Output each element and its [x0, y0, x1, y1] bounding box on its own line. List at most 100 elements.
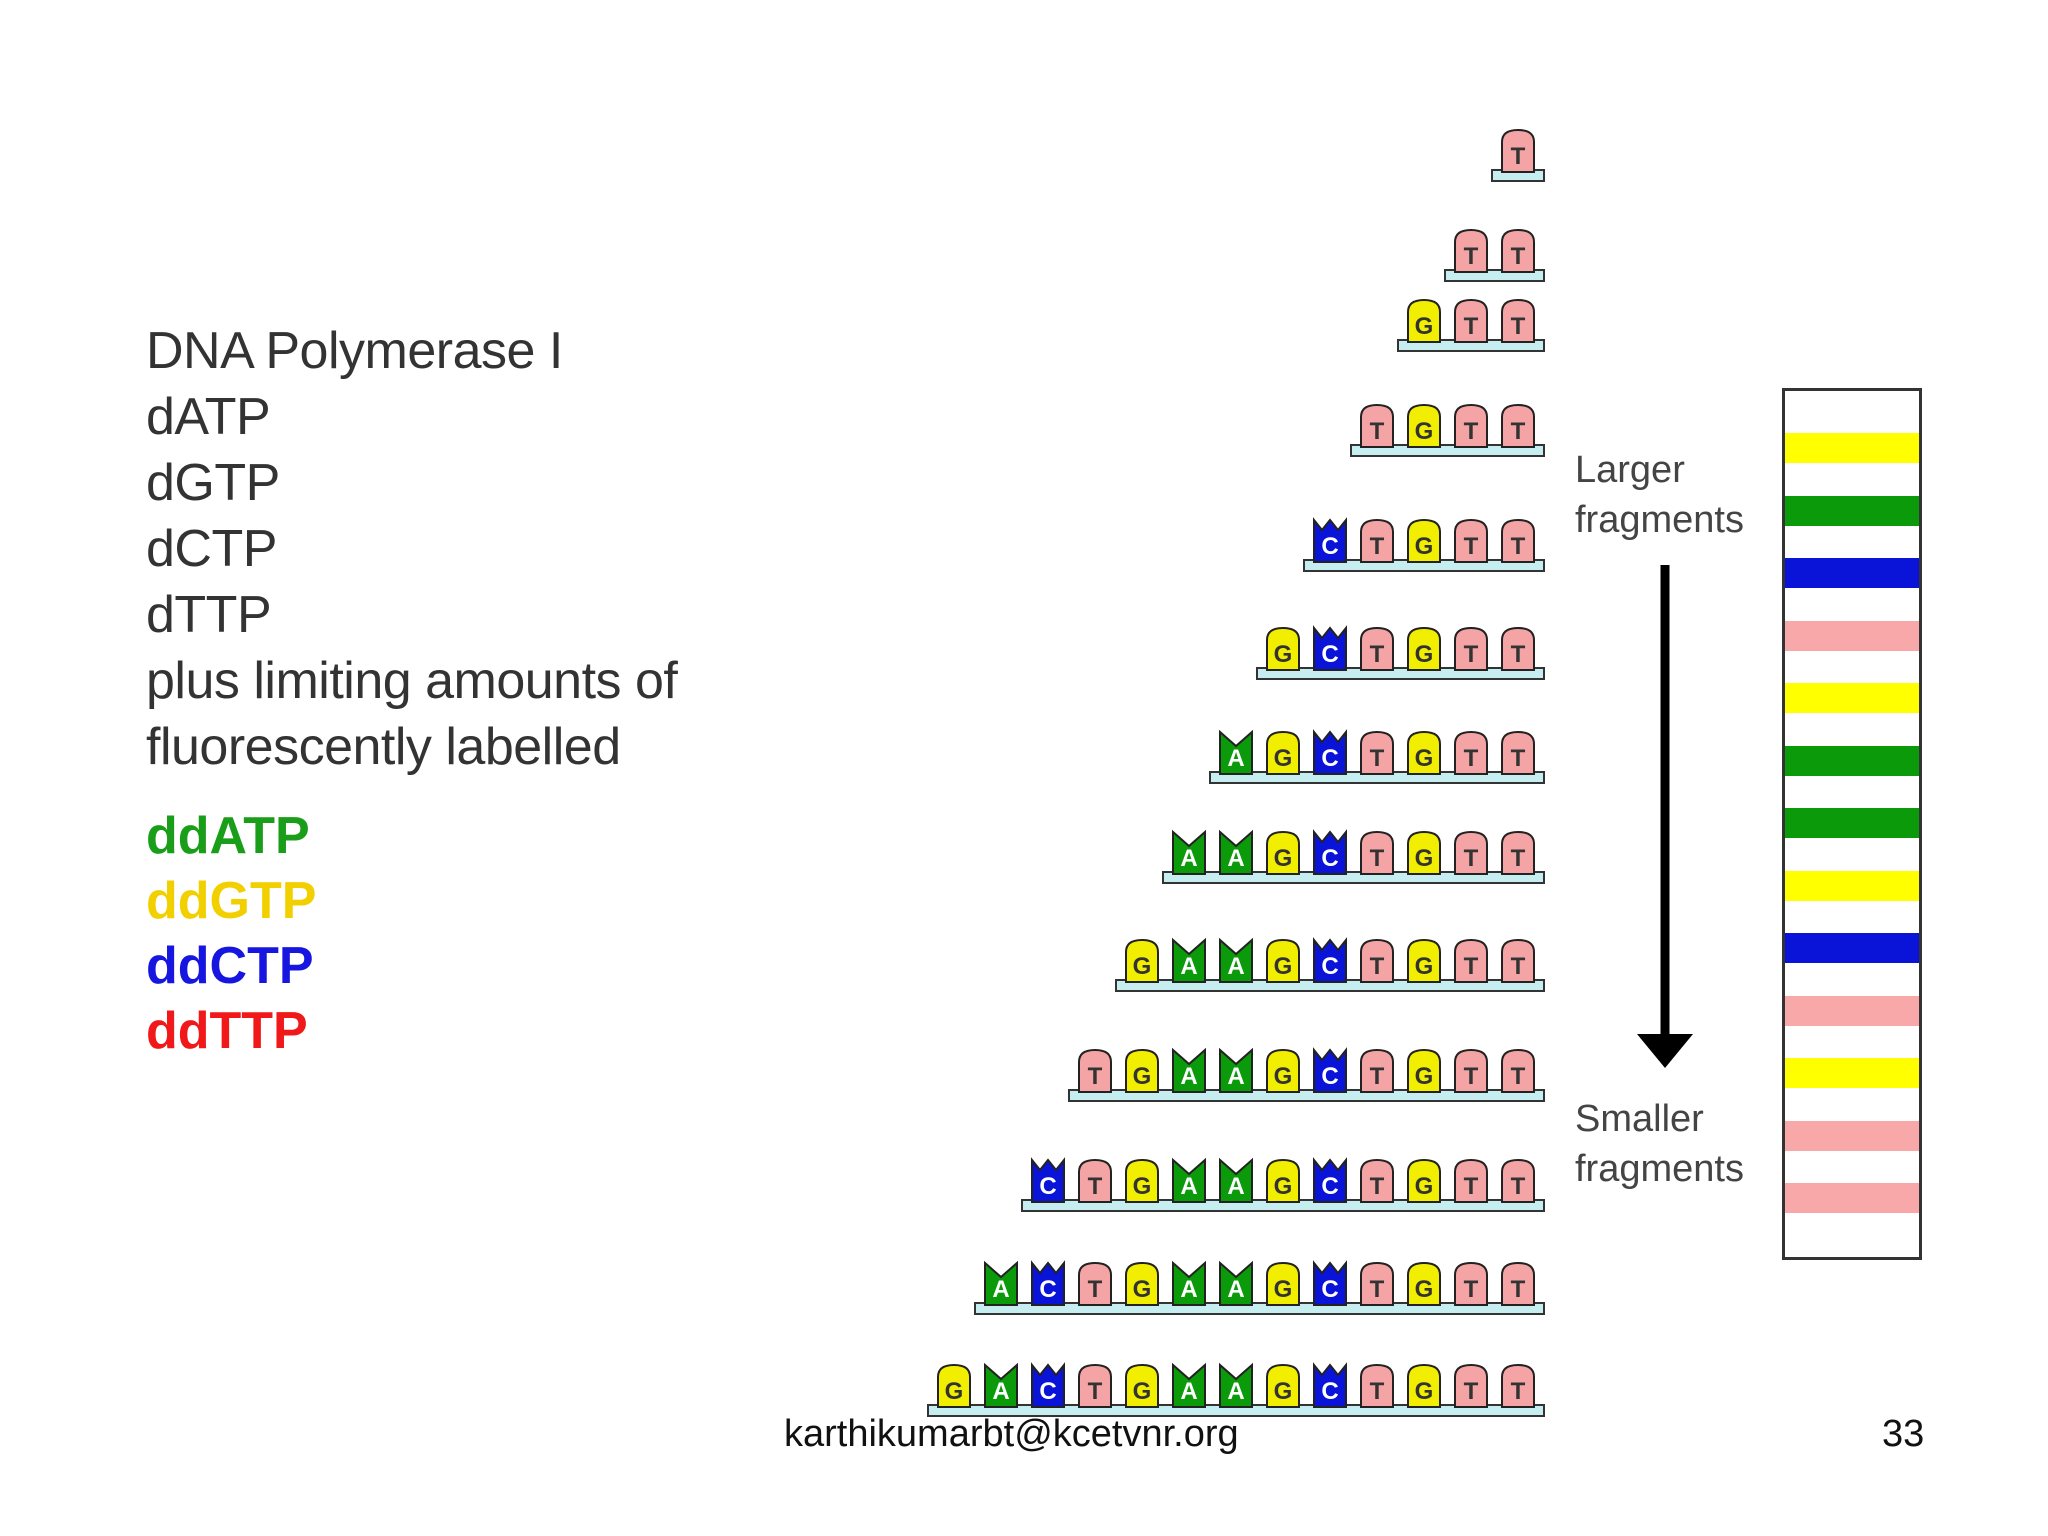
nucleotide-letter: C	[1039, 1378, 1056, 1405]
nucleotide-c	[1031, 1157, 1065, 1203]
nucleotide-letter: G	[1274, 641, 1293, 668]
nucleotide-letter: T	[1370, 1378, 1385, 1405]
gel-band-pink	[1785, 620, 1919, 651]
nucleotide-letter: T	[1088, 1173, 1103, 1200]
nucleotide-t	[1501, 1363, 1535, 1408]
nucleotide-letter: G	[1415, 418, 1434, 445]
nucleotide-letter: G	[1274, 1276, 1293, 1303]
nucleotide-letter: T	[1464, 533, 1479, 560]
ddgtp-label: ddGTP	[146, 872, 317, 930]
gel-band-yellow	[1785, 1058, 1919, 1088]
gel-band-blue	[1785, 558, 1919, 588]
nucleotide-g	[1407, 1363, 1441, 1408]
nucleotide-c	[1313, 829, 1347, 875]
size-direction-arrow	[1637, 565, 1693, 1068]
nucleotide-letter: T	[1464, 745, 1479, 772]
nucleotide-c	[1313, 517, 1347, 563]
nucleotide-c	[1031, 1260, 1065, 1306]
nucleotide-letter: G	[1415, 641, 1434, 668]
reagent-polymerase: DNA Polymerase I	[146, 322, 563, 380]
nucleotide-t	[1501, 403, 1535, 448]
nucleotide-letter: T	[1464, 641, 1479, 668]
nucleotide-g	[1407, 730, 1441, 775]
nucleotide-letter: G	[1415, 1063, 1434, 1090]
nucleotide-g	[1266, 1261, 1300, 1306]
dna-strand	[1350, 444, 1545, 457]
nucleotide-letter: G	[1415, 1173, 1434, 1200]
nucleotide-letter: T	[1464, 1276, 1479, 1303]
nucleotide-a	[1219, 1157, 1253, 1203]
nucleotide-letter: T	[1464, 243, 1479, 270]
ddttp-label: ddTTP	[146, 1002, 308, 1060]
nucleotide-c	[1313, 1047, 1347, 1093]
nucleotide-letter: C	[1321, 953, 1338, 980]
nucleotide-g	[1125, 1261, 1159, 1306]
nucleotide-a	[1219, 829, 1253, 875]
nucleotide-letter: A	[1180, 845, 1197, 872]
nucleotide-t	[1501, 228, 1535, 273]
nucleotide-g	[1266, 830, 1300, 875]
nucleotide-letter: T	[1370, 745, 1385, 772]
gel-band-yellow	[1785, 870, 1919, 901]
smaller-label-line2: fragments	[1575, 1148, 1744, 1190]
nucleotide-a	[984, 1362, 1018, 1408]
nucleotide-letter: C	[1321, 1063, 1338, 1090]
nucleotide-t	[1360, 1158, 1394, 1203]
nucleotide-t	[1454, 518, 1488, 563]
nucleotide-letter: T	[1370, 418, 1385, 445]
nucleotide-t	[1501, 1158, 1535, 1203]
nucleotide-g	[1266, 938, 1300, 983]
dna-strand	[1256, 667, 1545, 680]
nucleotide-letter: G	[1133, 1173, 1152, 1200]
nucleotide-letter: C	[1039, 1276, 1056, 1303]
nucleotide-g	[1407, 403, 1441, 448]
nucleotide-letter: G	[1415, 1378, 1434, 1405]
nucleotide-letter: G	[1415, 1276, 1434, 1303]
nucleotide-g	[1407, 1048, 1441, 1093]
nucleotide-letter: A	[992, 1378, 1009, 1405]
nucleotide-letter: C	[1321, 1276, 1338, 1303]
gel-band-green	[1785, 495, 1919, 526]
nucleotide-g	[1407, 830, 1441, 875]
gel-band-pink	[1785, 1120, 1919, 1151]
nucleotide-letter: G	[1274, 745, 1293, 772]
dna-strand	[1444, 269, 1545, 282]
nucleotide-t	[1360, 403, 1394, 448]
nucleotide-c	[1313, 1157, 1347, 1203]
nucleotide-letter: A	[1227, 845, 1244, 872]
nucleotide-t	[1501, 1261, 1535, 1306]
nucleotide-g	[1407, 298, 1441, 343]
nucleotide-letter: A	[1227, 1173, 1244, 1200]
gel-lane	[1782, 388, 1922, 1260]
nucleotide-letter: T	[1511, 533, 1526, 560]
nucleotide-a	[1172, 1362, 1206, 1408]
nucleotide-t	[1454, 1363, 1488, 1408]
nucleotide-letter: G	[1133, 1378, 1152, 1405]
nucleotide-letter: G	[1133, 1276, 1152, 1303]
gel-band-blue	[1785, 933, 1919, 963]
nucleotide-letter: G	[1415, 953, 1434, 980]
nucleotide-t	[1454, 730, 1488, 775]
nucleotide-letter: T	[1370, 1173, 1385, 1200]
nucleotide-letter: A	[1180, 953, 1197, 980]
gel-band-pink	[1785, 1183, 1919, 1213]
nucleotide-letter: A	[1180, 1276, 1197, 1303]
nucleotide-a	[1219, 1047, 1253, 1093]
nucleotide-g	[1125, 1363, 1159, 1408]
nucleotide-letter: A	[1180, 1378, 1197, 1405]
nucleotide-letter: T	[1511, 845, 1526, 872]
nucleotide-letter: A	[992, 1276, 1009, 1303]
nucleotide-t	[1454, 830, 1488, 875]
nucleotide-letter: A	[1227, 745, 1244, 772]
gel-band-pink	[1785, 995, 1919, 1026]
nucleotide-letter: G	[1415, 533, 1434, 560]
nucleotide-c	[1313, 625, 1347, 671]
nucleotide-t	[1454, 1261, 1488, 1306]
nucleotide-letter: T	[1088, 1276, 1103, 1303]
nucleotide-t	[1501, 626, 1535, 671]
smaller-fragments-label: Smaller fragments	[1575, 1094, 1744, 1194]
